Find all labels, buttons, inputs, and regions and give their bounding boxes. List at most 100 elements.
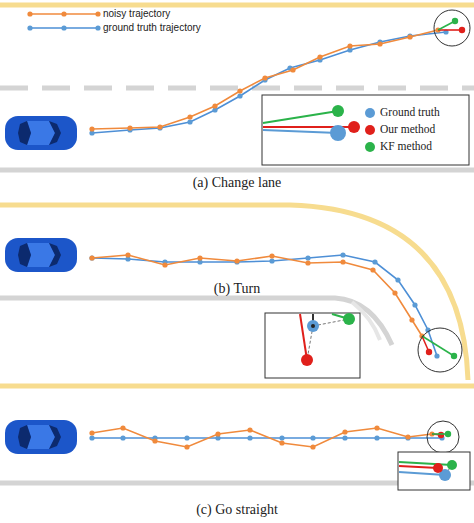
car-icon bbox=[5, 238, 77, 272]
legend-line-sample bbox=[27, 11, 100, 16]
zoom-inset bbox=[262, 95, 469, 165]
trajectory-point bbox=[407, 33, 412, 38]
gt-point bbox=[307, 320, 319, 332]
trajectory-point bbox=[89, 430, 94, 435]
estimate-point bbox=[451, 353, 457, 359]
estimate-segment bbox=[422, 336, 454, 356]
trajectory-point bbox=[120, 425, 125, 430]
trajectory-point bbox=[157, 124, 162, 129]
trajectory-point bbox=[215, 431, 220, 436]
trajectory-point bbox=[412, 302, 417, 307]
legend-swatch bbox=[365, 125, 375, 135]
car-roof bbox=[27, 243, 55, 267]
gt-point bbox=[330, 125, 346, 141]
car-body bbox=[5, 238, 77, 272]
panel-caption: (b) Turn bbox=[214, 282, 260, 296]
trajectory-point bbox=[372, 259, 377, 264]
legend-point bbox=[27, 25, 32, 30]
estimate-marker bbox=[432, 432, 444, 438]
car-rear-window bbox=[18, 425, 31, 449]
road-edge-yellow bbox=[0, 3, 474, 8]
our-point bbox=[433, 463, 443, 473]
estimate-marker bbox=[432, 431, 451, 437]
trajectory-point bbox=[89, 255, 94, 260]
our-segment bbox=[300, 314, 307, 360]
trajectory-point bbox=[310, 444, 315, 449]
zoom-inset bbox=[398, 452, 470, 490]
trajectory-point bbox=[184, 435, 189, 440]
our-segment bbox=[399, 466, 438, 468]
trajectory-point bbox=[234, 259, 239, 264]
trajectory-point bbox=[120, 435, 125, 440]
kf-point bbox=[332, 105, 344, 117]
trajectory-point bbox=[247, 435, 252, 440]
trajectory-point bbox=[395, 277, 400, 282]
trajectory-point bbox=[434, 353, 439, 358]
car-windshield bbox=[49, 121, 61, 145]
estimate-point bbox=[426, 349, 432, 355]
trajectory-point bbox=[269, 253, 274, 258]
trajectory-point bbox=[89, 126, 94, 131]
estimate-point bbox=[445, 431, 451, 437]
gt-segment bbox=[263, 130, 338, 133]
trajectory-point bbox=[269, 258, 274, 263]
trajectory-point bbox=[237, 88, 242, 93]
car-rear-window bbox=[18, 121, 31, 145]
legend-line-sample bbox=[27, 25, 100, 30]
trajectory-point bbox=[374, 435, 379, 440]
road-edge-yellow bbox=[0, 205, 468, 380]
our-point bbox=[348, 121, 360, 133]
trajectory-point bbox=[377, 41, 382, 46]
car-body bbox=[5, 420, 77, 454]
trajectory-point bbox=[342, 429, 347, 434]
car-windshield bbox=[49, 425, 61, 449]
trajectory-point bbox=[187, 119, 192, 124]
estimate-marker bbox=[438, 18, 458, 30]
kf-segment bbox=[263, 111, 338, 123]
legend-text: ground truth trajectory bbox=[103, 23, 201, 33]
trajectory-point bbox=[262, 75, 267, 80]
kf-point bbox=[447, 460, 457, 470]
trajectory-point bbox=[279, 435, 284, 440]
trajectory-point bbox=[187, 114, 192, 119]
trajectory-point bbox=[310, 435, 315, 440]
trajectory-point bbox=[125, 252, 130, 257]
trajectory-point bbox=[89, 255, 94, 260]
trajectory-point bbox=[237, 93, 242, 98]
road-edge-gray bbox=[0, 168, 474, 173]
legend-text: Our method bbox=[380, 124, 435, 136]
trajectory-point bbox=[405, 435, 410, 440]
trajectory-point bbox=[197, 255, 202, 260]
trajectory-point bbox=[152, 438, 157, 443]
trajectory-point bbox=[407, 34, 412, 39]
kf-point bbox=[343, 313, 355, 325]
trajectory-point bbox=[127, 125, 132, 130]
trajectory-point bbox=[305, 255, 310, 260]
estimate-point bbox=[452, 18, 458, 24]
car-rear-window bbox=[18, 243, 31, 267]
trajectory-point bbox=[162, 262, 167, 267]
estimate-point bbox=[459, 27, 465, 33]
legend-swatch bbox=[365, 108, 375, 118]
zoom-circle bbox=[434, 10, 470, 46]
estimate-point bbox=[438, 432, 444, 438]
trajectory-point bbox=[290, 67, 295, 72]
trajectory-point bbox=[374, 425, 379, 430]
trajectory-point bbox=[279, 440, 284, 445]
trajectory-point bbox=[89, 435, 94, 440]
legend-text: noisy trajectory bbox=[103, 9, 170, 19]
trajectory-point bbox=[157, 125, 162, 130]
estimate-segment bbox=[438, 29, 462, 31]
trajectory-point bbox=[409, 317, 414, 322]
trajectory-point bbox=[405, 434, 410, 439]
legend-text: Ground truth bbox=[380, 107, 440, 119]
estimate-marker bbox=[422, 336, 457, 359]
trajectory bbox=[89, 425, 434, 449]
trajectory-layer bbox=[89, 18, 465, 450]
zoom-circle bbox=[418, 328, 462, 372]
panel-caption: (c) Go straight bbox=[196, 503, 278, 517]
car-roof bbox=[27, 425, 55, 449]
legend-text: KF method bbox=[380, 141, 432, 153]
car-windshield bbox=[49, 243, 61, 267]
